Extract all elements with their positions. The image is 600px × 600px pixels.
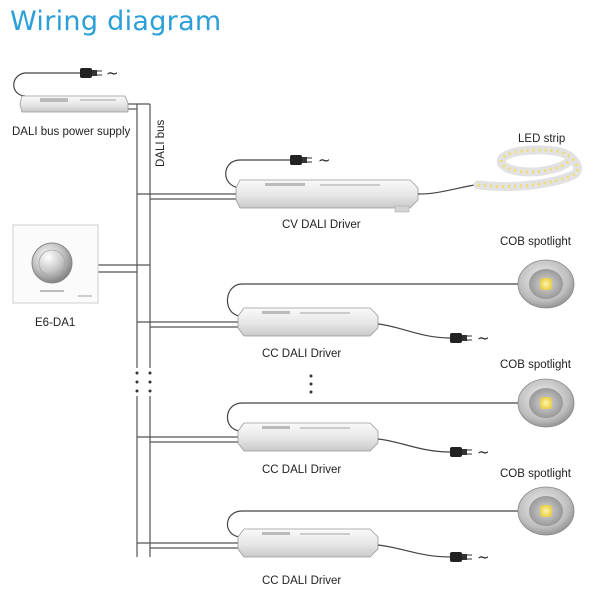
plug-icon <box>450 333 472 343</box>
plug-icon <box>290 155 312 165</box>
led-chip-icon <box>540 505 552 517</box>
driver-continuation-dots <box>309 374 313 394</box>
dali-bus-lines <box>98 103 240 557</box>
cc-dali-driver-3: ~ CC DALI Driver <box>226 510 520 587</box>
cob-3-label: COB spotlight <box>500 468 572 480</box>
led-chip-icon <box>540 278 552 290</box>
plug-icon <box>450 552 472 562</box>
cc-driver-3-label: CC DALI Driver <box>262 575 341 587</box>
ac-symbol: ~ <box>106 64 119 82</box>
dimmer-knob-icon <box>31 242 73 284</box>
ac-symbol: ~ <box>318 151 331 169</box>
power-supply-label: DALI bus power supply <box>12 126 131 138</box>
cv-driver-label: CV DALI Driver <box>282 219 361 231</box>
ac-symbol: ~ <box>477 443 490 461</box>
plug-icon <box>450 447 472 457</box>
e6-da1-dimmer: E6-DA1 <box>12 224 99 329</box>
dali-bus-power-supply: ~ DALI bus power supply DALI bus <box>12 64 167 167</box>
page-title: Wiring diagram <box>10 6 222 37</box>
dimmer-label: E6-DA1 <box>35 317 75 329</box>
cc-driver-2-label: CC DALI Driver <box>262 464 341 476</box>
cc-driver-1-label: CC DALI Driver <box>262 348 341 360</box>
ac-symbol: ~ <box>477 548 490 566</box>
plug-icon <box>80 68 102 78</box>
led-strip: LED strip <box>473 133 583 192</box>
cv-dali-driver: ~ CV DALI Driver <box>225 151 481 231</box>
led-chip-icon <box>540 397 552 409</box>
cc-dali-driver-1: ~ CC DALI Driver <box>226 283 520 360</box>
dali-bus-label: DALI bus <box>155 119 167 167</box>
cc-dali-driver-2: ~ CC DALI Driver <box>226 402 520 476</box>
bus-continuation-dots <box>135 371 152 393</box>
ac-symbol: ~ <box>477 329 490 347</box>
cob-spotlight-3: COB spotlight <box>500 468 575 536</box>
cob-2-label: COB spotlight <box>500 359 572 371</box>
cob-spotlight-1: COB spotlight <box>500 236 575 309</box>
cob-1-label: COB spotlight <box>500 236 572 248</box>
cob-spotlight-2: COB spotlight <box>500 359 575 428</box>
led-strip-label: LED strip <box>518 133 565 145</box>
